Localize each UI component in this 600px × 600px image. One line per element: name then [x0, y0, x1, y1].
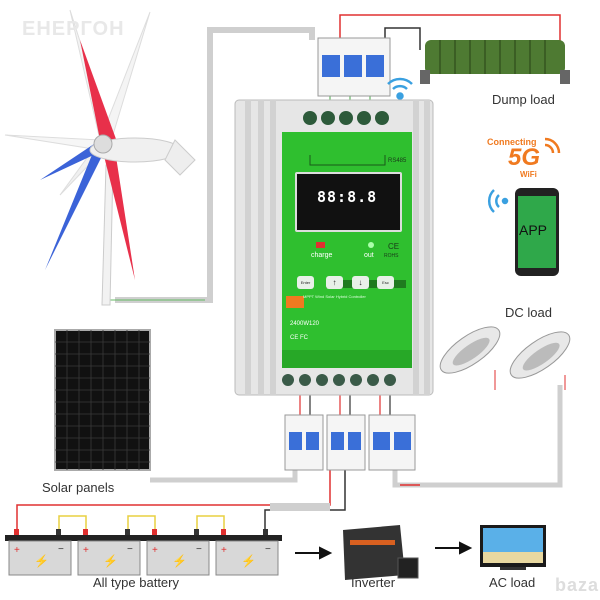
enter-button[interactable]: Enter [297, 276, 314, 289]
arrow-icon [295, 541, 473, 560]
svg-text:−: − [58, 544, 64, 555]
inverter-image [343, 525, 419, 580]
phone-image [515, 188, 559, 276]
dc-load-lamps-image [439, 326, 571, 390]
connecting-label: Connecting [487, 137, 537, 147]
svg-text:+: + [14, 545, 20, 556]
wires [16, 14, 563, 530]
up-button[interactable]: ↑ [326, 276, 343, 289]
dump-load-image [420, 40, 570, 84]
watermark-top: ЕНЕРГОН [22, 18, 125, 40]
esc-button[interactable]: Esc [377, 276, 394, 289]
watermark-bottom: bazar [555, 575, 600, 595]
phone-wifi-icon [487, 189, 509, 213]
wifi-5g-icon [544, 137, 561, 154]
out-led-icon [368, 242, 374, 248]
charge-led-icon [316, 242, 325, 248]
solar-panel-image [54, 329, 151, 471]
solar-panels-label: Solar panels [42, 480, 115, 495]
inverter-label: Inverter [351, 575, 396, 590]
bottom-breakers-image [284, 414, 416, 471]
rohs-mark: ROHS [384, 253, 399, 259]
charge-label: charge [311, 252, 333, 259]
cert-marks: CE FC [290, 335, 308, 341]
ac-load-label: AC load [489, 575, 536, 590]
dc-load-label: DC load [505, 305, 552, 320]
5g-badge: 5G [508, 144, 541, 171]
wifi-label: WiFi [520, 170, 537, 179]
svg-text:⚡: ⚡ [34, 554, 49, 568]
controller-body [234, 99, 434, 396]
lcd-display: 88:8.8 [295, 172, 402, 232]
wind-turbine-image [4, 9, 196, 306]
wifi-icon [387, 77, 413, 100]
battery-label: All type battery [93, 575, 179, 590]
batteries-image: + − ⚡ [5, 515, 283, 576]
product-name: MPPT Wind Solar Hybrid Controller [303, 294, 366, 299]
lcd-digits: 88:8.8 [317, 188, 378, 206]
model-label: 2400W120 [290, 321, 320, 327]
down-button[interactable]: ↓ [352, 276, 369, 289]
top-breaker-image [317, 37, 391, 97]
rs485-label: RS485 [388, 158, 407, 164]
ce-mark: CE [388, 242, 400, 251]
tv-image [480, 525, 546, 570]
out-label: out [364, 252, 374, 259]
dump-load-label: Dump load [492, 92, 555, 107]
app-label: APP [519, 222, 548, 238]
